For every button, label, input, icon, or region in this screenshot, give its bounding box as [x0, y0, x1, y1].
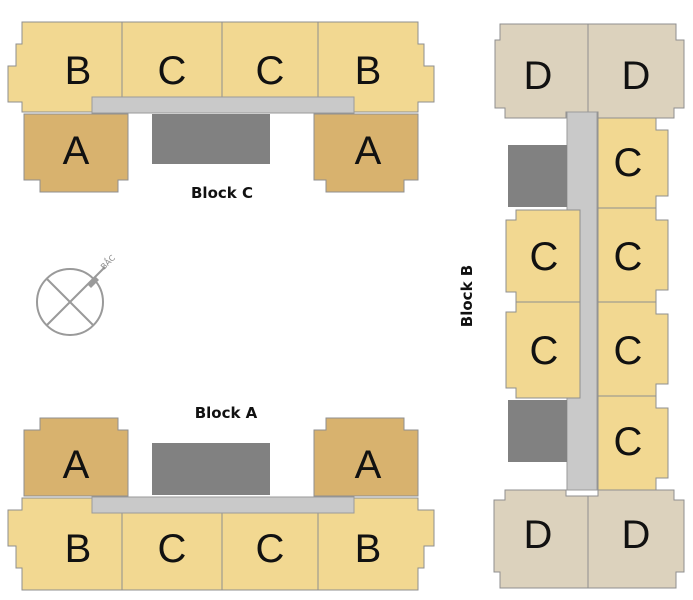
core — [152, 114, 270, 164]
north-compass-icon: BẮC — [36, 251, 117, 336]
unit-letter: A — [63, 443, 90, 487]
unit-b-bottom-right — [587, 489, 685, 589]
unit-letter: C — [256, 527, 285, 571]
unit-b-left-2 — [505, 301, 581, 399]
unit-letter: C — [614, 329, 643, 373]
unit-c-bottom-left — [23, 113, 129, 193]
unit-letter: C — [158, 527, 187, 571]
unit-letter: C — [530, 235, 559, 279]
unit-letter: C — [614, 141, 643, 185]
unit-letter: B — [355, 49, 382, 93]
unit-c-top-4 — [317, 21, 435, 113]
unit-letter: B — [65, 527, 92, 571]
unit-letter: A — [355, 129, 382, 173]
unit-a-bottom-4 — [317, 497, 435, 591]
unit-b-bottom-left — [493, 489, 589, 589]
unit-letter: C — [158, 49, 187, 93]
block-label: Block A — [195, 404, 258, 422]
unit-letter: A — [355, 443, 382, 487]
unit-letter: D — [524, 54, 553, 98]
unit-letter: C — [256, 49, 285, 93]
unit-letter: C — [530, 329, 559, 373]
block-label: Block C — [191, 184, 253, 202]
unit-a-top-right — [313, 417, 419, 497]
unit-a-top-left — [23, 417, 129, 497]
unit-b-top-left — [494, 23, 589, 119]
unit-letter: D — [622, 54, 651, 98]
unit-letter: B — [355, 527, 382, 571]
unit-letter: C — [614, 420, 643, 464]
unit-letter: A — [63, 129, 90, 173]
block-a: A A B C C B Block A — [7, 404, 435, 591]
unit-letter: D — [524, 513, 553, 557]
core — [508, 400, 567, 462]
block-b: D D C C C C C C D D Block B — [458, 23, 685, 589]
block-label: Block B — [458, 265, 476, 327]
corridor — [91, 96, 355, 114]
block-c: B C C B A A Block C — [7, 21, 435, 202]
core — [508, 145, 567, 207]
unit-letter: B — [65, 49, 92, 93]
unit-letter: C — [614, 235, 643, 279]
corridor — [91, 496, 355, 514]
compass-label: BẮC — [97, 251, 117, 271]
unit-letter: D — [622, 513, 651, 557]
core — [152, 443, 270, 495]
unit-c-bottom-right — [313, 113, 419, 193]
unit-b-left-1 — [505, 209, 581, 303]
